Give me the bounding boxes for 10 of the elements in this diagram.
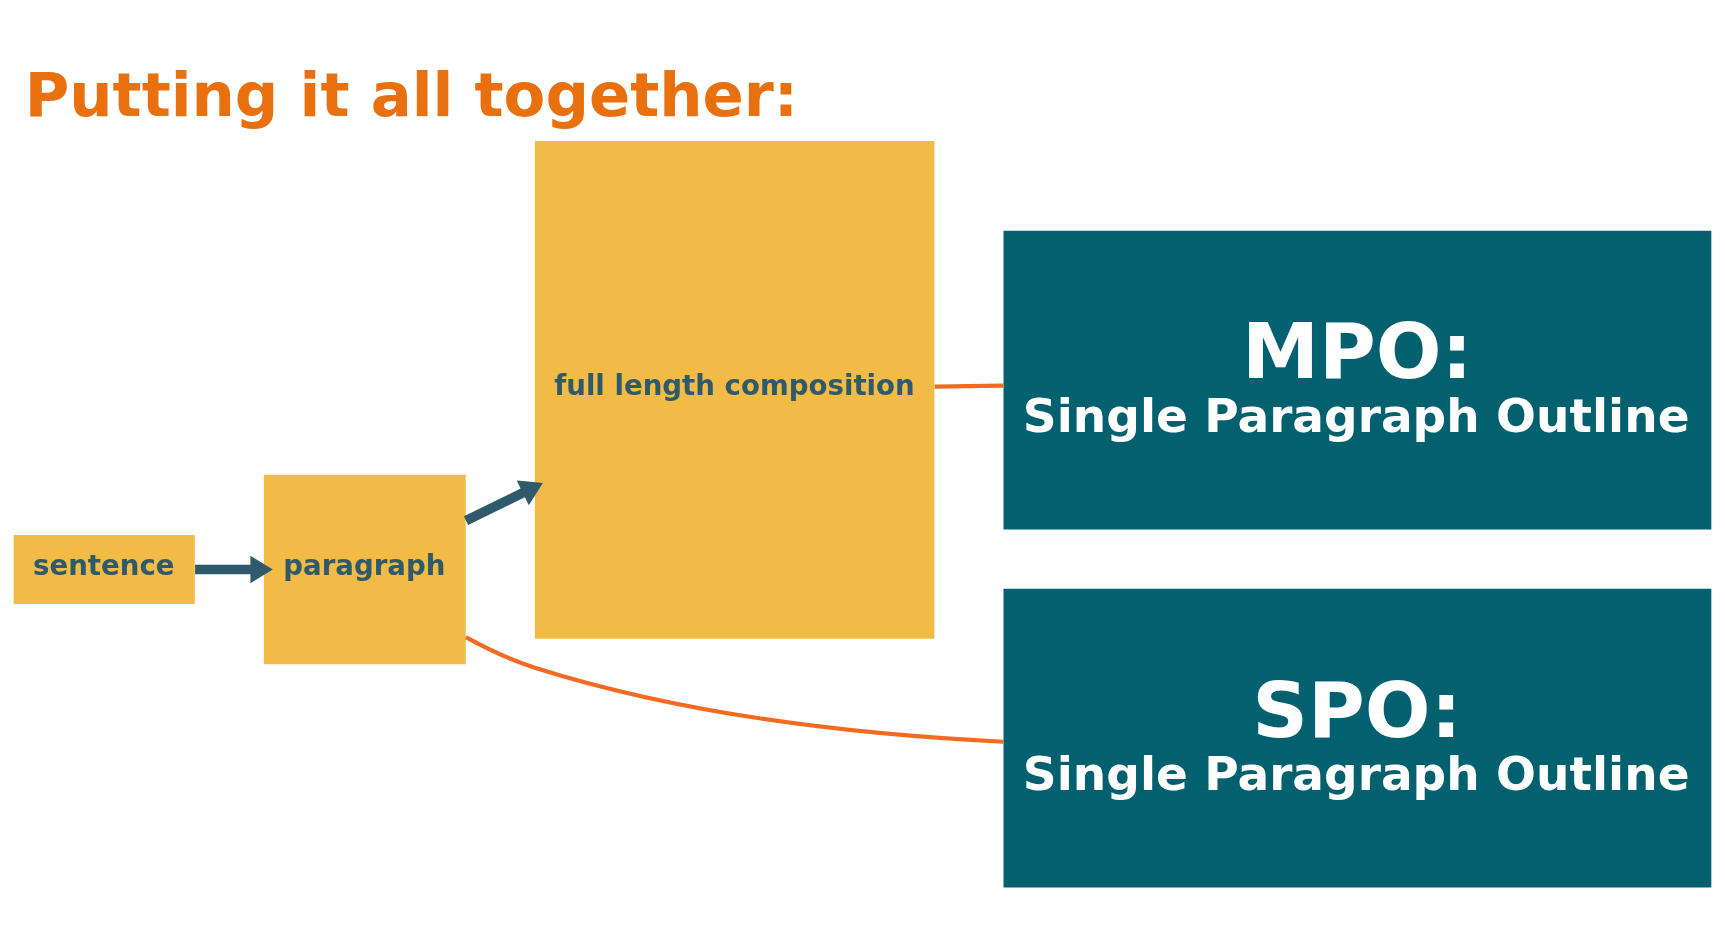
node-box: sentence	[13, 534, 195, 605]
arrow	[195, 555, 273, 584]
diagram-title: Putting it all together:	[24, 60, 799, 131]
node-box: SPO: Single Paragraph Outline	[1003, 588, 1712, 888]
node-box: full length composition	[534, 140, 935, 639]
connector	[934, 383, 1004, 389]
node-box: paragraph	[263, 474, 466, 665]
node-box: MPO: Single Paragraph Outline	[1003, 230, 1712, 530]
connector	[464, 635, 1004, 744]
arrow	[463, 480, 543, 525]
